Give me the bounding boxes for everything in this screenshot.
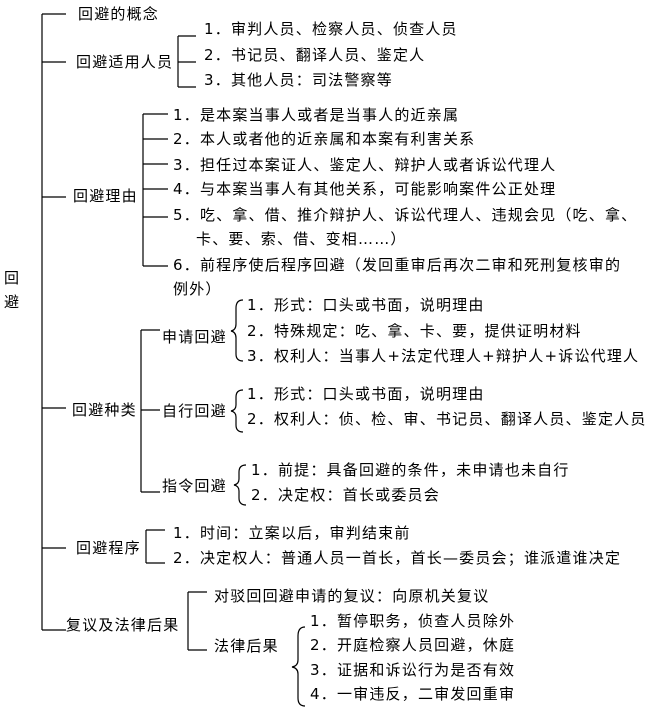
consequence-item: 3．证据和诉讼行为是否有效 [310,661,516,679]
reasons-node: 回避理由 [73,187,138,205]
procedure-item: 2．决定权人：普通人员一首长，首长—委员会；谁派遣谁决定 [173,549,622,567]
order-item: 1．前提：具备回避的条件，未申请也未自行 [251,461,570,479]
types-node: 回避种类 [72,401,137,419]
reason-item-continued: 例外） [173,280,222,298]
consequence-item: 4．一审违反，二审发回重审 [310,685,516,703]
applicable-item: 1．审判人员、检察人员、侦查人员 [204,20,458,38]
self-item: 2．权利人：侦、检、审、书记员、翻译人员、鉴定人员 [247,410,647,428]
concept-node: 回避的概念 [78,5,160,23]
consequences-node: 法律后果 [214,637,279,655]
ordered-recusal-node: 指令回避 [162,477,227,495]
self-recusal-node: 自行回避 [162,402,227,420]
reason-item-continued: 卡、要、索、借、变相……） [196,230,407,248]
review-node: 复议及法律后果 [66,616,180,634]
apply-recusal-node: 申请回避 [162,328,227,346]
reason-item: 5．吃、拿、借、推介辩护人、诉讼代理人、违规会见（吃、拿、 [173,206,638,224]
apply-item: 1．形式：口头或书面，说明理由 [247,296,485,314]
reason-item: 1．是本案当事人或者是当事人的近亲属 [173,106,460,124]
reason-item: 3．担任过本案证人、鉴定人、辩护人或者诉讼代理人 [173,156,557,174]
applicable-item: 3．其他人员：司法警察等 [204,71,393,89]
reason-item: 4．与本案当事人有其他关系，可能影响案件公正处理 [173,180,557,198]
order-item: 2．决定权：首长或委员会 [251,486,440,504]
self-item: 1．形式：口头或书面，说明理由 [247,385,485,403]
apply-item: 3．权利人：当事人+法定代理人+辩护人+诉讼代理人 [247,347,640,365]
consequence-item: 2．开庭检察人员回避，休庭 [310,636,516,654]
procedure-item: 1．时间：立案以后，审判结束前 [173,524,411,542]
procedure-node: 回避程序 [76,539,141,557]
root-char-1: 回 [4,269,21,287]
apply-item: 2．特殊规定：吃、拿、卡、要，提供证明材料 [247,322,582,340]
consequence-item: 1．暂停职务，侦查人员除外 [310,612,516,630]
reason-item: 6．前程序使后程序回避（发回重审后再次二审和死刑复核审的 [173,256,622,274]
root-char-2: 避 [4,293,21,311]
applicable-item: 2．书记员、翻译人员、鉴定人 [204,46,426,64]
reconsideration-text: 对驳回回避申请的复议：向原机关复议 [214,587,490,605]
applicable-node: 回避适用人员 [76,53,174,71]
reason-item: 2．本人或者他的近亲属和本案有利害关系 [173,130,476,148]
